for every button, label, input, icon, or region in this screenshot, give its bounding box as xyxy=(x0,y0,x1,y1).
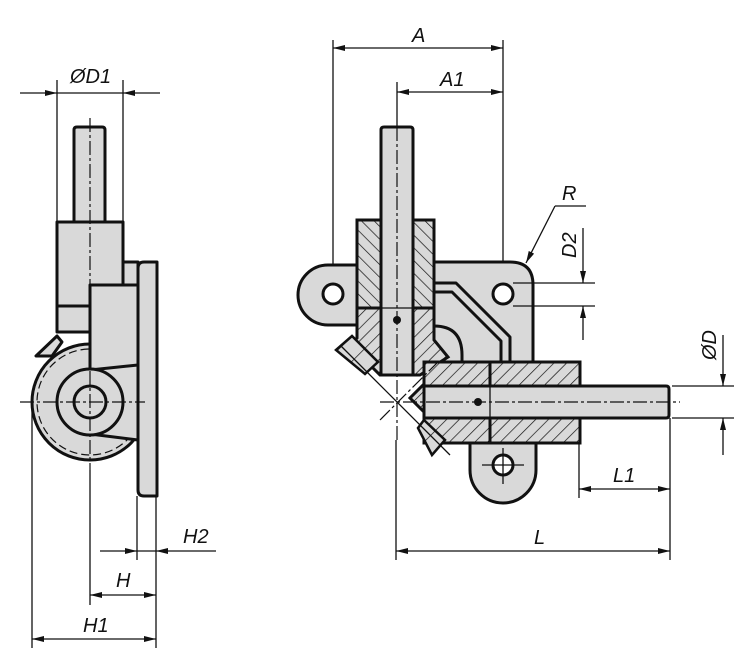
label-d: ØD xyxy=(699,330,721,361)
label-r: R xyxy=(562,183,576,205)
wedge xyxy=(34,334,64,358)
label-d2: D2 xyxy=(559,232,581,258)
dimension-l: L1 L xyxy=(395,418,671,560)
dimension-d2: D2 xyxy=(513,228,595,340)
side-view: ØD1 H2 xyxy=(20,66,216,648)
label-h: H xyxy=(116,570,131,592)
label-l: L xyxy=(534,527,545,549)
front-section-view: A A1 xyxy=(296,25,734,560)
label-l1: L1 xyxy=(613,465,635,487)
upper-arm xyxy=(88,283,140,372)
dimension-a: A A1 xyxy=(332,25,504,295)
plate xyxy=(136,260,159,498)
label-h1: H1 xyxy=(83,615,109,637)
label-d1: ØD1 xyxy=(69,66,111,88)
dimension-h: H2 H H1 xyxy=(31,402,216,648)
label-a1: A1 xyxy=(439,69,464,91)
label-a: A xyxy=(411,25,425,47)
dimension-d: ØD xyxy=(672,330,734,455)
dimension-r: R xyxy=(525,183,586,264)
dimension-d1: ØD1 xyxy=(20,66,160,222)
label-h2: H2 xyxy=(183,526,209,548)
